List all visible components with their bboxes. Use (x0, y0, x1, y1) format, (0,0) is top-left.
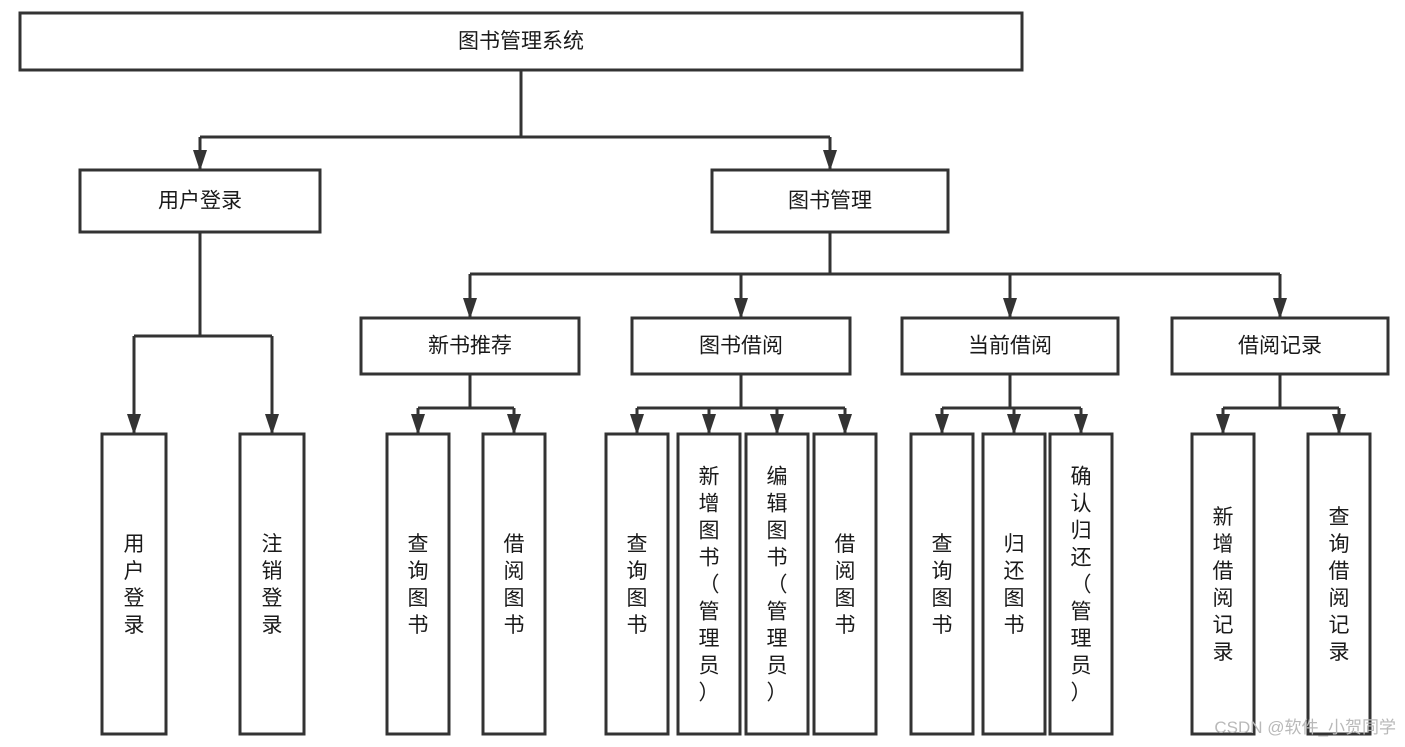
leaf-node-leaf-borrow-book-2[interactable]: 借阅图书 (812, 432, 878, 736)
node-box[interactable] (981, 432, 1047, 736)
leaf-node-leaf-user-logout[interactable]: 注销登录 (238, 432, 306, 736)
level2-node-book-borrow[interactable]: 图书借阅 (630, 316, 852, 376)
node-box[interactable] (710, 168, 950, 234)
root-node-root[interactable]: 图书管理系统 (18, 11, 1024, 72)
leaf-node-leaf-return-book[interactable]: 归还图书 (981, 432, 1047, 736)
node-label: 查询图书 (932, 533, 953, 637)
arrow-head-icon (823, 150, 837, 171)
node-box[interactable] (238, 432, 306, 736)
node-box[interactable] (900, 316, 1120, 376)
link-book-borrow-to-leaves (630, 374, 852, 435)
leaf-node-leaf-query-book-3[interactable]: 查询图书 (909, 432, 975, 736)
node-box[interactable] (1048, 432, 1114, 736)
node-label: 归还图书 (1004, 533, 1025, 637)
node-box[interactable] (676, 432, 742, 736)
node-label: 查询借阅记录 (1329, 506, 1350, 664)
leaf-node-leaf-query-record[interactable]: 查询借阅记录 (1306, 432, 1372, 736)
leaf-node-leaf-add-record[interactable]: 新增借阅记录 (1190, 432, 1256, 736)
arrow-head-icon (770, 414, 784, 435)
arrow-head-icon (127, 414, 141, 435)
level2-node-borrow-record[interactable]: 借阅记录 (1170, 316, 1390, 376)
arrow-head-icon (1007, 414, 1021, 435)
node-box[interactable] (385, 432, 451, 736)
node-label: 新书推荐 (428, 335, 512, 358)
arrow-head-icon (1273, 298, 1287, 319)
node-label: 用户登录 (124, 533, 145, 637)
node-layer: 图书管理系统用户登录图书管理新书推荐图书借阅当前借阅借阅记录用户登录注销登录查询… (18, 11, 1390, 736)
connector-layer (127, 70, 1346, 435)
leaf-node-leaf-add-book[interactable]: 新增图书（管理员） (676, 432, 742, 736)
leaf-node-leaf-borrow-book-1[interactable]: 借阅图书 (481, 432, 547, 736)
arrow-head-icon (1216, 414, 1230, 435)
node-box[interactable] (1170, 316, 1390, 376)
node-label: 用户登录 (158, 190, 242, 213)
node-label: 查询图书 (627, 533, 648, 637)
node-label: 图书管理系统 (458, 30, 584, 53)
node-label: 图书借阅 (699, 335, 783, 358)
leaf-node-leaf-user-login[interactable]: 用户登录 (100, 432, 168, 736)
arrow-head-icon (463, 298, 477, 319)
arrow-head-icon (702, 414, 716, 435)
node-box[interactable] (1190, 432, 1256, 736)
node-box[interactable] (909, 432, 975, 736)
level2-node-current-borrow[interactable]: 当前借阅 (900, 316, 1120, 376)
level1-node-user-login[interactable]: 用户登录 (78, 168, 322, 234)
node-box[interactable] (481, 432, 547, 736)
node-label: 图书管理 (788, 190, 872, 213)
arrow-head-icon (1074, 414, 1088, 435)
level1-node-book-manage[interactable]: 图书管理 (710, 168, 950, 234)
node-box[interactable] (812, 432, 878, 736)
arrow-head-icon (193, 150, 207, 171)
level2-node-new-book-rec[interactable]: 新书推荐 (359, 316, 581, 376)
node-box[interactable] (630, 316, 852, 376)
arrow-head-icon (630, 414, 644, 435)
node-label: 注销登录 (262, 533, 283, 637)
node-box[interactable] (604, 432, 670, 736)
link-bookmanage-to-level2 (463, 232, 1287, 319)
link-new-book-rec-to-leaves (411, 374, 521, 435)
node-label: 借阅图书 (504, 533, 525, 637)
node-box[interactable] (18, 11, 1024, 72)
link-root-to-level1 (193, 70, 837, 171)
arrow-head-icon (838, 414, 852, 435)
node-label: 新增图书（管理员） (699, 466, 720, 705)
arrow-head-icon (935, 414, 949, 435)
node-box[interactable] (100, 432, 168, 736)
arrow-head-icon (411, 414, 425, 435)
arrow-head-icon (1332, 414, 1346, 435)
link-current-borrow-to-leaves (935, 374, 1088, 435)
node-label: 编辑图书（管理员） (767, 466, 788, 705)
node-label: 当前借阅 (968, 335, 1052, 358)
arrow-head-icon (507, 414, 521, 435)
node-label: 查询图书 (408, 533, 429, 637)
csdn-watermark: CSDN @软件_小贺同学 (1214, 718, 1396, 737)
node-box[interactable] (359, 316, 581, 376)
node-label: 借阅图书 (835, 533, 856, 637)
arrow-head-icon (265, 414, 279, 435)
leaf-node-leaf-confirm-return[interactable]: 确认归还（管理员） (1048, 432, 1114, 736)
leaf-node-leaf-edit-book[interactable]: 编辑图书（管理员） (744, 432, 810, 736)
node-box[interactable] (78, 168, 322, 234)
node-box[interactable] (1306, 432, 1372, 736)
node-label: 新增借阅记录 (1213, 506, 1234, 664)
node-label: 确认归还（管理员） (1071, 466, 1092, 705)
arrow-head-icon (734, 298, 748, 319)
leaf-node-leaf-query-book-1[interactable]: 查询图书 (385, 432, 451, 736)
node-label: 借阅记录 (1238, 335, 1322, 358)
link-borrow-record-to-leaves (1216, 374, 1346, 435)
leaf-node-leaf-query-book-2[interactable]: 查询图书 (604, 432, 670, 736)
link-userlogin-to-leaves (127, 232, 279, 435)
arrow-head-icon (1003, 298, 1017, 319)
node-box[interactable] (744, 432, 810, 736)
